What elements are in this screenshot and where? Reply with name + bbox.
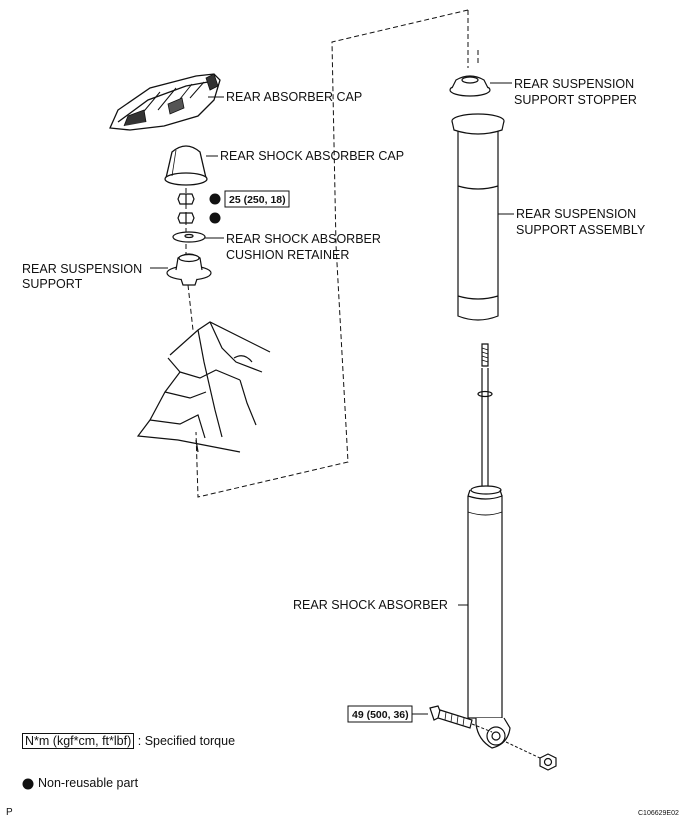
label-cushion-retainer-line2: CUSHION RETAINER — [226, 248, 349, 262]
non-reusable-dot-2 — [209, 212, 221, 224]
label-support-stopper-line1: REAR SUSPENSION — [514, 77, 634, 91]
torque-lower-text: 49 (500, 36) — [352, 709, 409, 721]
vehicle-body-panel — [136, 321, 271, 453]
cushion-retainer-part — [172, 231, 206, 243]
shock-absorber-part — [467, 343, 511, 749]
torque-upper-text: 25 (250, 18) — [229, 194, 286, 206]
label-support-stopper-line2: SUPPORT STOPPER — [514, 93, 637, 107]
legend-non-reusable-dot — [22, 778, 34, 790]
label-rear-shock-absorber: REAR SHOCK ABSORBER — [293, 598, 448, 612]
label-support-assembly-line1: REAR SUSPENSION — [516, 207, 636, 221]
legend-torque: N*m (kgf*cm, ft*lbf) : Specified torque — [22, 733, 236, 749]
support-stopper-part — [449, 75, 491, 97]
legend-non-reusable: Non-reusable part — [38, 776, 138, 790]
upper-nut-2 — [177, 212, 195, 224]
legend-torque-desc: : Specified torque — [137, 734, 236, 748]
label-rear-absorber-cap: REAR ABSORBER CAP — [226, 90, 362, 104]
legend-torque-unit: N*m (kgf*cm, ft*lbf) — [22, 733, 135, 749]
label-cushion-retainer-line1: REAR SHOCK ABSORBER — [226, 232, 381, 246]
lower-bolt-dash — [471, 723, 493, 733]
torque-box-upper — [224, 190, 290, 208]
figure-code: C106629E02 — [638, 810, 679, 817]
support-assembly-part — [451, 113, 505, 321]
rear-suspension-support-part — [166, 253, 212, 286]
lower-nut-dash — [505, 741, 541, 759]
non-reusable-dot-1 — [209, 193, 221, 205]
label-rear-shock-absorber-cap: REAR SHOCK ABSORBER CAP — [220, 149, 404, 163]
label-suspension-support-line2: SUPPORT — [22, 277, 83, 291]
rear-absorber-cap-part — [109, 73, 221, 131]
upper-nut-1 — [177, 193, 195, 205]
lower-nut-part — [539, 753, 557, 771]
label-suspension-support-line1: REAR SUSPENSION — [22, 262, 142, 276]
rear-shock-absorber-cap-part — [164, 145, 208, 186]
label-support-assembly-line2: SUPPORT ASSEMBLY — [516, 223, 646, 237]
lower-bolt-part — [429, 705, 473, 729]
legend-non-reusable-text: Non-reusable part — [38, 776, 139, 790]
footer-left-mark: P — [6, 807, 13, 818]
